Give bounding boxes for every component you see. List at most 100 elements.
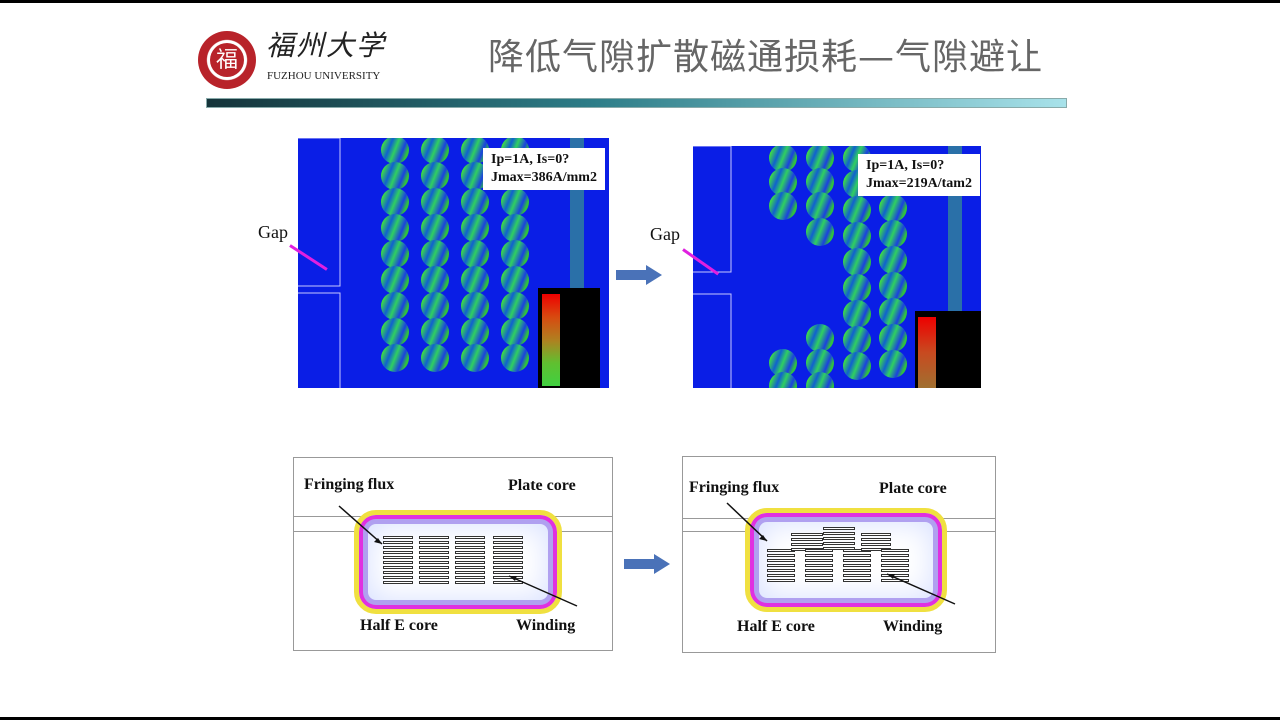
seal-char: 福 [210,43,244,77]
conductor-strand [843,248,871,276]
conductor-strand [381,188,409,216]
conductor-strand [461,138,489,164]
half-e-core-label: Half E core [737,618,815,635]
winding-turn [881,564,909,567]
jmax-value: Jmax=386A/mm2 [491,170,597,185]
university-seal-logo: 福 [198,31,256,89]
conductor-strand [501,344,529,372]
winding-turn [455,536,485,539]
fringing-flux-label: Fringing flux [304,476,395,493]
conductor-strand [843,196,871,224]
winding-turn [767,554,795,557]
conductor-strand [769,372,797,388]
fringing-flux-label: Fringing flux [689,479,780,496]
conductor-strand [501,318,529,346]
conductor-strand [879,324,907,352]
half-e-core-label: Half E core [360,617,438,634]
conductor-strand [769,168,797,196]
color-legend [538,288,600,388]
simulation-label: Ip=1A, Is=0?Jmax=386A/mm2 [483,148,605,190]
conductor-strand [421,214,449,242]
winding-turn [861,543,891,546]
winding-turn [843,569,871,572]
conductor-strand [769,146,797,172]
university-name-cn: 福州大学 [266,29,387,62]
winding-turn [805,579,833,582]
winding-turn [493,546,523,549]
field-simulation-after: Ip=1A, Is=0?Jmax=219A/tam2 [693,146,981,388]
winding-label: Winding [516,617,576,634]
winding-turn [767,574,795,577]
winding-turn [455,561,485,564]
winding-turn [383,566,413,569]
winding-turn [383,576,413,579]
winding-label: Winding [883,618,943,635]
winding-turn [455,556,485,559]
winding-turn [383,561,413,564]
color-legend [915,311,981,388]
winding-turn [419,576,449,579]
winding-turn [455,566,485,569]
winding-turn [791,543,823,546]
winding-turn [791,533,823,536]
winding-turn [805,569,833,572]
winding-turn [823,547,855,550]
winding-turn [455,581,485,584]
winding-turn [383,551,413,554]
field-simulation-before: Ip=1A, Is=0?Jmax=386A/mm2 [298,138,609,388]
conductor-strand [879,298,907,326]
winding-turn [767,564,795,567]
winding-turn [455,546,485,549]
pointer-arrows [726,502,956,605]
winding-turn [843,554,871,557]
winding-turn [881,559,909,562]
gap-label: Gap [650,224,680,244]
core-diagram-after: Fringing flux Plate core Half E core Win… [682,456,996,653]
conductor-strand [421,318,449,346]
core-outline [693,293,732,388]
conductor-strand [461,344,489,372]
winding-turn [805,564,833,567]
conductor-strand [421,344,449,372]
winding-turn [493,551,523,554]
winding-turn [843,579,871,582]
slide: 福 福州大学 FUZHOU UNIVERSITY 降低气隙扩散磁通损耗—气隙避让… [0,3,1280,717]
conductor-strand [461,188,489,216]
conductor-strand [381,162,409,190]
winding-turn [419,546,449,549]
conductor-strand [806,146,834,172]
conductor-strand [461,214,489,242]
winding-turn [419,571,449,574]
winding-turn [419,551,449,554]
winding-turn [455,551,485,554]
winding-turn [823,527,855,530]
slide-title: 降低气隙扩散磁通损耗—气隙避让 [488,37,1044,78]
conductor-strand [806,192,834,220]
winding-turn [767,559,795,562]
conductor-strand [806,168,834,196]
winding-turn [881,579,909,582]
winding-turn [383,541,413,544]
conductor-strand [843,326,871,354]
winding-turn [455,576,485,579]
winding-turn [419,561,449,564]
conductor-strand [843,222,871,250]
conductor-strand [501,292,529,320]
conductor-strand [501,214,529,242]
conductor-strand [381,214,409,242]
winding-turn [455,571,485,574]
winding-turn [881,569,909,572]
winding-turn [419,581,449,584]
winding-turn [791,538,823,541]
winding-turn [455,541,485,544]
conductor-strand [806,324,834,352]
winding-turn [861,533,891,536]
jmax-value: Jmax=219A/tam2 [866,176,972,191]
winding-turn [419,556,449,559]
winding-turn [493,576,523,579]
conductor-strand [501,188,529,216]
plate-core-label: Plate core [879,480,947,497]
conductor-strand [806,372,834,388]
conductor-strand [843,274,871,302]
winding-turn [767,569,795,572]
